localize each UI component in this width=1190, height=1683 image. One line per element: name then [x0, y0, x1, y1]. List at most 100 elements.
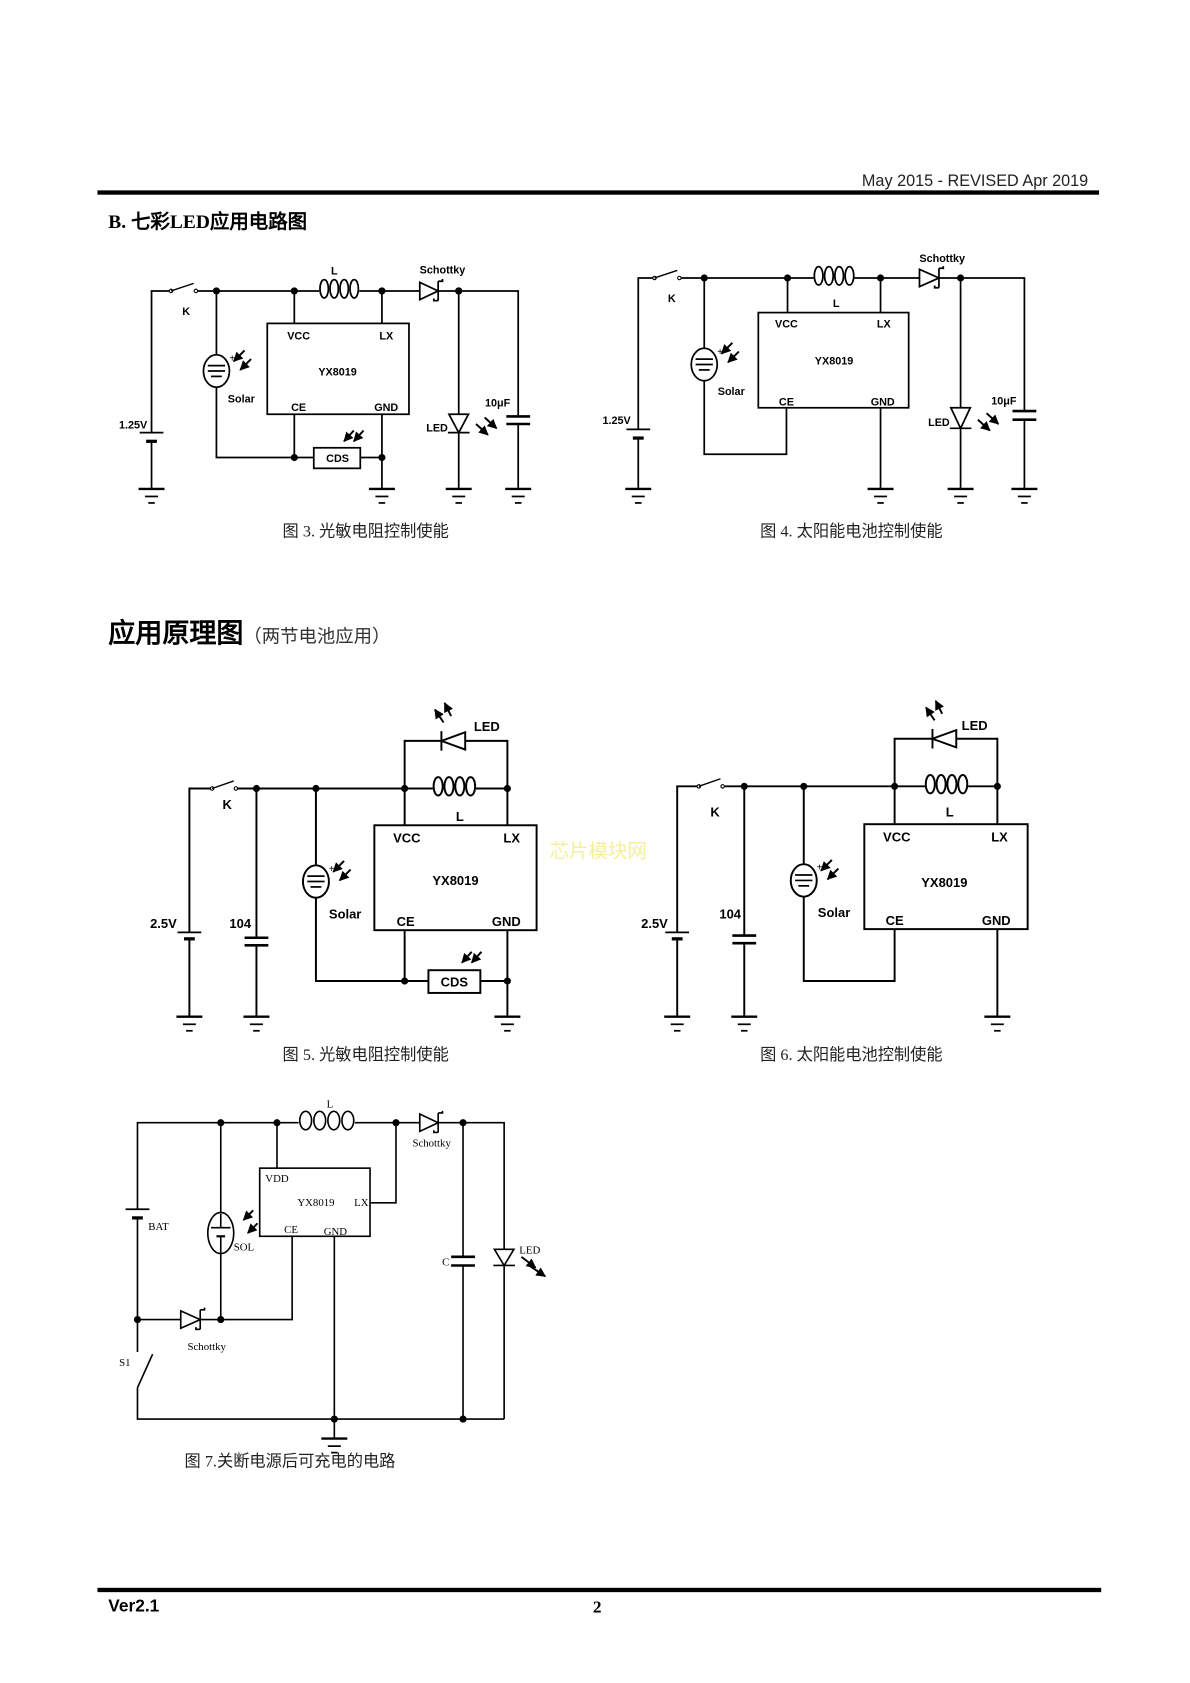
switch-s1 — [136, 1353, 154, 1389]
label-battery: 2.5V — [150, 916, 177, 931]
junction-dot — [503, 784, 511, 793]
junction-dot — [503, 977, 511, 985]
inductor-coil — [454, 776, 466, 797]
label-battery: 1.25V — [603, 415, 632, 427]
capacitor — [244, 936, 269, 947]
light-arrow-icon — [233, 349, 246, 362]
light-arrow-icon — [720, 342, 734, 355]
figure-caption: 图 6. 太阳能电池控制使能 — [760, 1046, 942, 1064]
label-vdd: VDD — [265, 1173, 289, 1185]
label-vcc: VCC — [393, 831, 421, 846]
schottky-diode — [418, 279, 444, 302]
inductor-coil — [443, 776, 455, 797]
ic-yx8019 — [266, 322, 410, 416]
section-app-subtitle: （两节电池应用） — [243, 626, 390, 646]
label-K: K — [182, 306, 190, 318]
label-schottky_bottom: Schottky — [188, 1341, 227, 1353]
light-arrow-icon — [934, 700, 944, 715]
inductor — [319, 278, 360, 299]
wire — [200, 1236, 293, 1321]
section-app-title: 应用原理图（两节电池应用） — [108, 617, 390, 648]
label-solar: Solar — [228, 393, 256, 405]
battery — [139, 431, 164, 443]
revision-date: May 2015 - REVISED Apr 2019 — [862, 172, 1088, 190]
wire — [136, 1121, 299, 1210]
battery — [125, 1208, 150, 1220]
diode-triangle — [418, 1112, 441, 1133]
light-arrow-icon — [925, 706, 936, 721]
switch-k — [652, 269, 682, 281]
wire — [314, 788, 429, 983]
ground-icon — [243, 1015, 270, 1032]
light-arrow-icon — [242, 1209, 254, 1221]
plus-sign: + — [817, 863, 823, 874]
junction-dot — [252, 784, 261, 793]
label-cds: CDS — [326, 453, 349, 465]
light-arrow-icon — [443, 702, 453, 717]
header-rule — [97, 190, 1100, 195]
ground-icon — [625, 487, 652, 504]
junction-dot — [957, 274, 965, 282]
label-led: LED — [426, 423, 448, 435]
ic-yx8019 — [863, 823, 1029, 931]
junction-dot — [217, 1119, 225, 1127]
label-K: K — [668, 293, 676, 305]
label-solar: Solar — [718, 386, 746, 398]
diode-triangle — [438, 730, 467, 751]
wire — [188, 787, 213, 933]
label-gnd: GND — [374, 402, 398, 414]
label-vcc: VCC — [287, 331, 310, 343]
inductor — [924, 774, 969, 795]
junction-dot — [891, 782, 899, 790]
junction-dot — [800, 782, 808, 790]
label-lx: LX — [503, 831, 520, 846]
ground-icon — [947, 487, 974, 504]
ground-icon — [505, 487, 532, 504]
footer-rule — [97, 1587, 1102, 1593]
ground-icon — [368, 487, 395, 504]
diode-triangle — [447, 413, 470, 435]
led-diode — [949, 406, 972, 431]
label-vcc: VCC — [883, 830, 911, 845]
junction-dot — [459, 1119, 467, 1127]
capacitor — [451, 1255, 475, 1267]
page-number: 2 — [593, 1598, 602, 1617]
label-ce: CE — [284, 1224, 298, 1236]
light-arrow-icon — [247, 1222, 259, 1234]
capacitor — [506, 415, 531, 426]
wire — [370, 1122, 397, 1204]
label-chip: YX8019 — [318, 366, 356, 378]
wire — [938, 277, 1026, 412]
figure-caption: 图 5. 光敏电阻控制使能 — [283, 1046, 449, 1064]
junction-dot — [459, 1415, 467, 1423]
label-L: L — [833, 298, 840, 310]
light-arrow-icon — [484, 416, 498, 430]
wire — [438, 1110, 444, 1114]
inductor-coil — [823, 265, 835, 286]
inductor-coil — [298, 1110, 313, 1131]
wire — [136, 1387, 505, 1420]
wire — [637, 277, 655, 430]
capacitor — [732, 934, 757, 945]
switch-lever — [170, 282, 194, 292]
switch-lever — [654, 269, 678, 279]
inductor-coil — [957, 774, 969, 795]
inductor-coil — [935, 774, 947, 795]
plus-sign: + — [329, 864, 335, 875]
junction-dot — [993, 782, 1001, 790]
watermark: 芯片模块网 — [550, 841, 647, 863]
led-diode — [447, 413, 470, 435]
label-ce: CE — [397, 914, 415, 929]
junction-dot — [133, 1316, 142, 1324]
light-arrow-icon — [475, 423, 489, 436]
switch-lever — [698, 778, 721, 788]
schottky-diode — [418, 1110, 444, 1134]
inductor-coil — [339, 278, 350, 299]
ground-icon — [731, 1015, 758, 1032]
label-led: LED — [474, 719, 500, 734]
led-diode — [929, 728, 958, 749]
label-ce: CE — [291, 402, 306, 414]
